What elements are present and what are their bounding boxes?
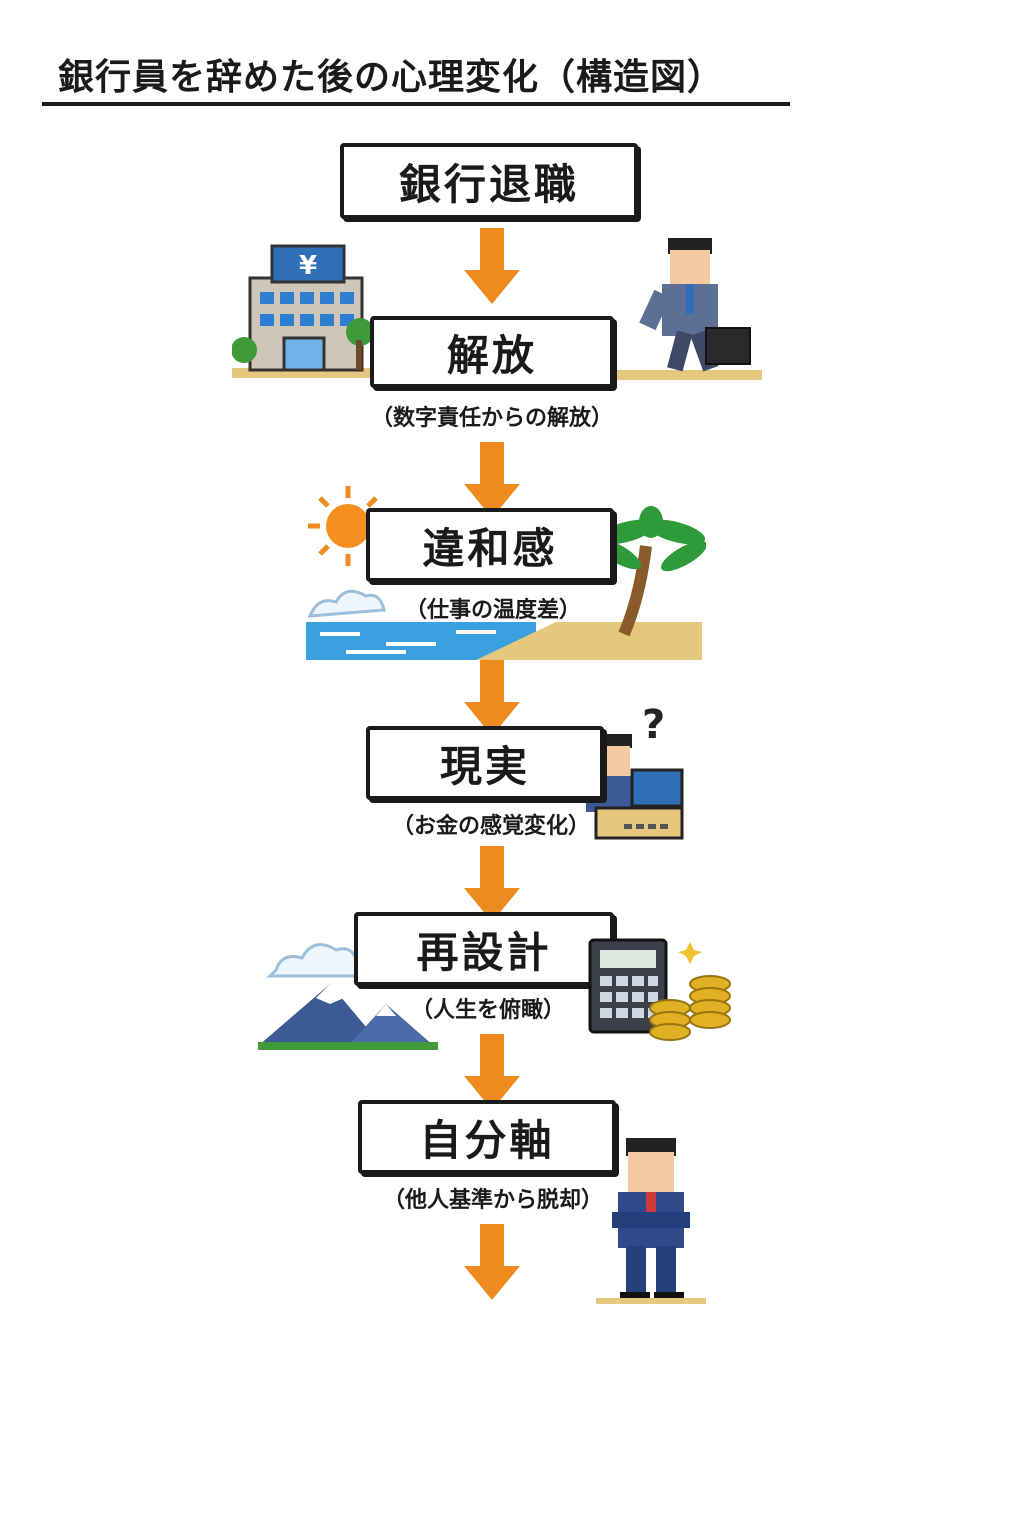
beach-icon <box>306 589 702 660</box>
step-box-resign: 銀行退職 <box>340 143 638 219</box>
bank-building-icon: ¥ <box>232 244 382 378</box>
step-box-self-axis: 自分軸 <box>358 1100 616 1174</box>
bank-sign: ¥ <box>299 251 317 281</box>
title-underline <box>42 102 790 106</box>
step-subtitle: （お金の感覚変化） <box>391 814 590 839</box>
step-box-release: 解放 <box>370 316 614 388</box>
arrow-down-icon <box>464 228 520 304</box>
step-subtitle: （人生を俯瞰） <box>410 998 565 1023</box>
step-subtitle: （仕事の温度差） <box>404 598 581 623</box>
walking-businessman-icon <box>612 238 762 380</box>
arrow-down-icon <box>464 1224 520 1300</box>
step-label: 銀行退職 <box>398 159 579 209</box>
step-box-discomfort: 違和感 <box>366 508 614 582</box>
cloud-icon <box>307 589 386 618</box>
step-box-reality: 現実 <box>366 726 604 800</box>
question-mark: ? <box>642 702 665 748</box>
coin-stack-icon <box>649 942 731 1041</box>
step-subtitle: （他人基準から脱却） <box>382 1188 603 1213</box>
calculator-icon <box>588 938 668 1034</box>
confident-businessman-icon <box>596 1138 706 1304</box>
step-label: 自分軸 <box>419 1115 555 1165</box>
step-box-redesign: 再設計 <box>354 912 614 986</box>
step-subtitle: （数字責任からの解放） <box>370 406 613 431</box>
step-label: 違和感 <box>422 523 558 573</box>
step-label: 現実 <box>439 741 530 791</box>
step-label: 再設計 <box>416 927 552 977</box>
palm-tree-icon <box>596 506 706 636</box>
page-title: 銀行員を辞めた後の心理変化（構造図） <box>58 57 725 98</box>
step-label: 解放 <box>446 330 537 380</box>
